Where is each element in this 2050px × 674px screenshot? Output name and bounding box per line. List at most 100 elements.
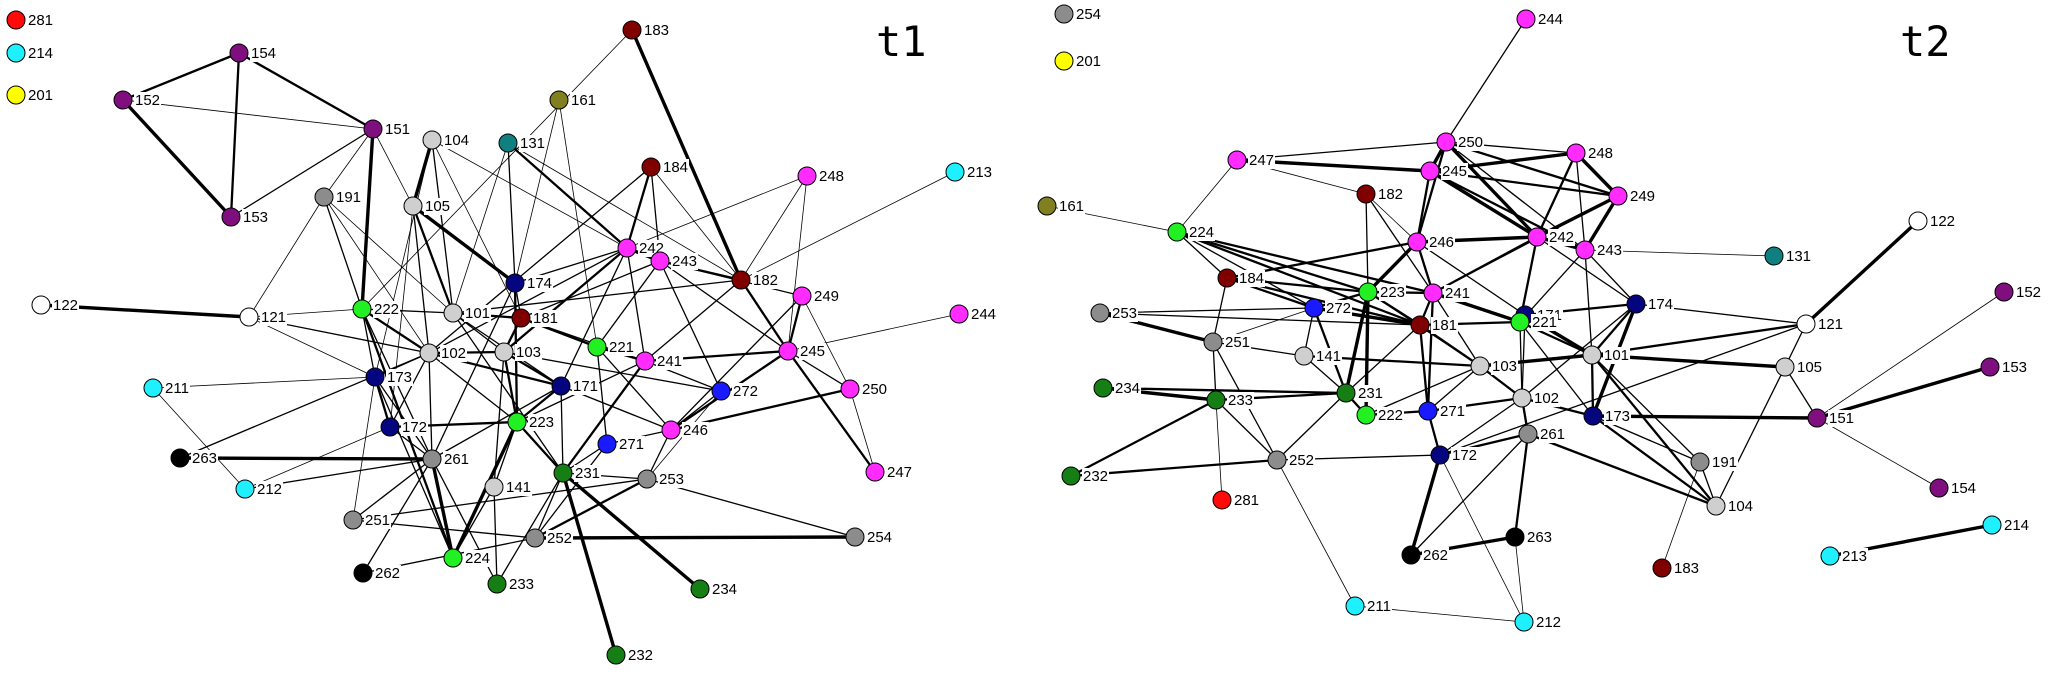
node-label-background — [1457, 134, 1485, 151]
node: 246 — [1407, 232, 1456, 252]
node-marker — [1929, 478, 1949, 498]
node-label-background — [1058, 198, 1086, 215]
node: 105 — [403, 196, 452, 216]
node-label: 241 — [657, 353, 682, 370]
edge — [1215, 399, 1223, 501]
edge — [1816, 291, 2005, 419]
node-label-background — [1587, 145, 1615, 162]
node-marker — [1418, 401, 1438, 421]
edge — [412, 205, 430, 354]
node-label-background — [1929, 213, 1957, 230]
node-label-background — [440, 345, 468, 362]
node-marker — [1505, 527, 1525, 547]
node-label-background — [1288, 452, 1316, 469]
node-marker — [845, 527, 865, 547]
node-marker — [949, 304, 969, 324]
node-label: 153 — [243, 209, 268, 226]
node-marker — [840, 379, 860, 399]
node-marker — [505, 273, 525, 293]
node-marker — [353, 563, 373, 583]
node: 131 — [498, 133, 547, 153]
node-marker — [229, 43, 249, 63]
node-label: 253 — [1112, 305, 1137, 322]
node-label: 101 — [1604, 347, 1629, 364]
node-label-background — [519, 135, 547, 152]
node-marker — [1510, 312, 1530, 332]
node: 243 — [1575, 240, 1624, 260]
node-marker — [1212, 490, 1232, 510]
node-marker — [731, 270, 751, 290]
edge — [430, 457, 455, 560]
node-marker — [606, 645, 626, 665]
node-label: 181 — [1432, 317, 1457, 334]
node-marker — [221, 207, 241, 227]
edge — [121, 98, 233, 219]
node-marker — [778, 341, 798, 361]
node-label-background — [1539, 426, 1567, 443]
node: 102 — [1512, 388, 1561, 408]
isolated-node: 281 — [6, 10, 55, 30]
node-marker — [422, 449, 442, 469]
node-label-background — [515, 344, 543, 361]
node-marker — [1980, 357, 2000, 377]
node: 103 — [494, 342, 543, 362]
node-label-background — [1224, 334, 1252, 351]
node: 253 — [637, 469, 686, 489]
node: 271 — [1418, 401, 1467, 421]
node-label-background — [1188, 224, 1216, 241]
node-marker — [1206, 390, 1226, 410]
edge — [560, 385, 564, 474]
node-label-background — [191, 450, 219, 467]
node: 281 — [1212, 490, 1261, 510]
node: 191 — [1690, 452, 1739, 472]
node-label-background — [464, 550, 492, 567]
node-label-background — [1444, 285, 1472, 302]
node-marker — [419, 343, 439, 363]
edge — [122, 99, 374, 130]
node-label-background — [886, 464, 914, 481]
node-marker — [551, 376, 571, 396]
edge — [1439, 323, 1807, 456]
edge — [533, 535, 857, 540]
node-marker — [1336, 383, 1356, 403]
edge — [1519, 321, 1523, 399]
node-label-background — [1535, 614, 1563, 631]
node-label: 224 — [1189, 224, 1214, 241]
node-label: 105 — [1797, 359, 1822, 376]
node-label-background — [1315, 348, 1343, 365]
node-label: 154 — [1951, 480, 1976, 497]
node: 272 — [711, 381, 760, 401]
node-label-background — [2001, 359, 2029, 376]
node-label: 222 — [374, 301, 399, 318]
edge — [1591, 354, 1701, 463]
node-label: 173 — [1605, 408, 1630, 425]
edge — [561, 471, 618, 657]
node-label: 102 — [441, 345, 466, 362]
edge — [1513, 432, 1530, 539]
node-label-background — [27, 87, 55, 104]
node: 251 — [343, 510, 392, 530]
node: 212 — [235, 479, 284, 499]
node-label-background — [464, 305, 492, 322]
edge — [452, 312, 564, 474]
node-label: 245 — [800, 343, 825, 360]
panel-title: t2 — [1900, 17, 1951, 66]
node-marker — [1436, 132, 1456, 152]
node: 101 — [443, 303, 492, 323]
node-marker — [1566, 143, 1586, 163]
node-label: 154 — [251, 45, 276, 62]
node-label: 122 — [1930, 213, 1955, 230]
edge — [352, 478, 648, 521]
edge — [1428, 169, 1539, 239]
node-marker — [635, 351, 655, 371]
node-marker — [507, 412, 527, 432]
node-label-background — [671, 253, 699, 270]
node-label: 281 — [1234, 492, 1259, 509]
node-label: 223 — [1380, 284, 1405, 301]
node-label: 212 — [1536, 614, 1561, 631]
node-label: 222 — [1378, 407, 1403, 424]
node-marker — [1796, 314, 1816, 334]
edge — [1418, 323, 1482, 368]
